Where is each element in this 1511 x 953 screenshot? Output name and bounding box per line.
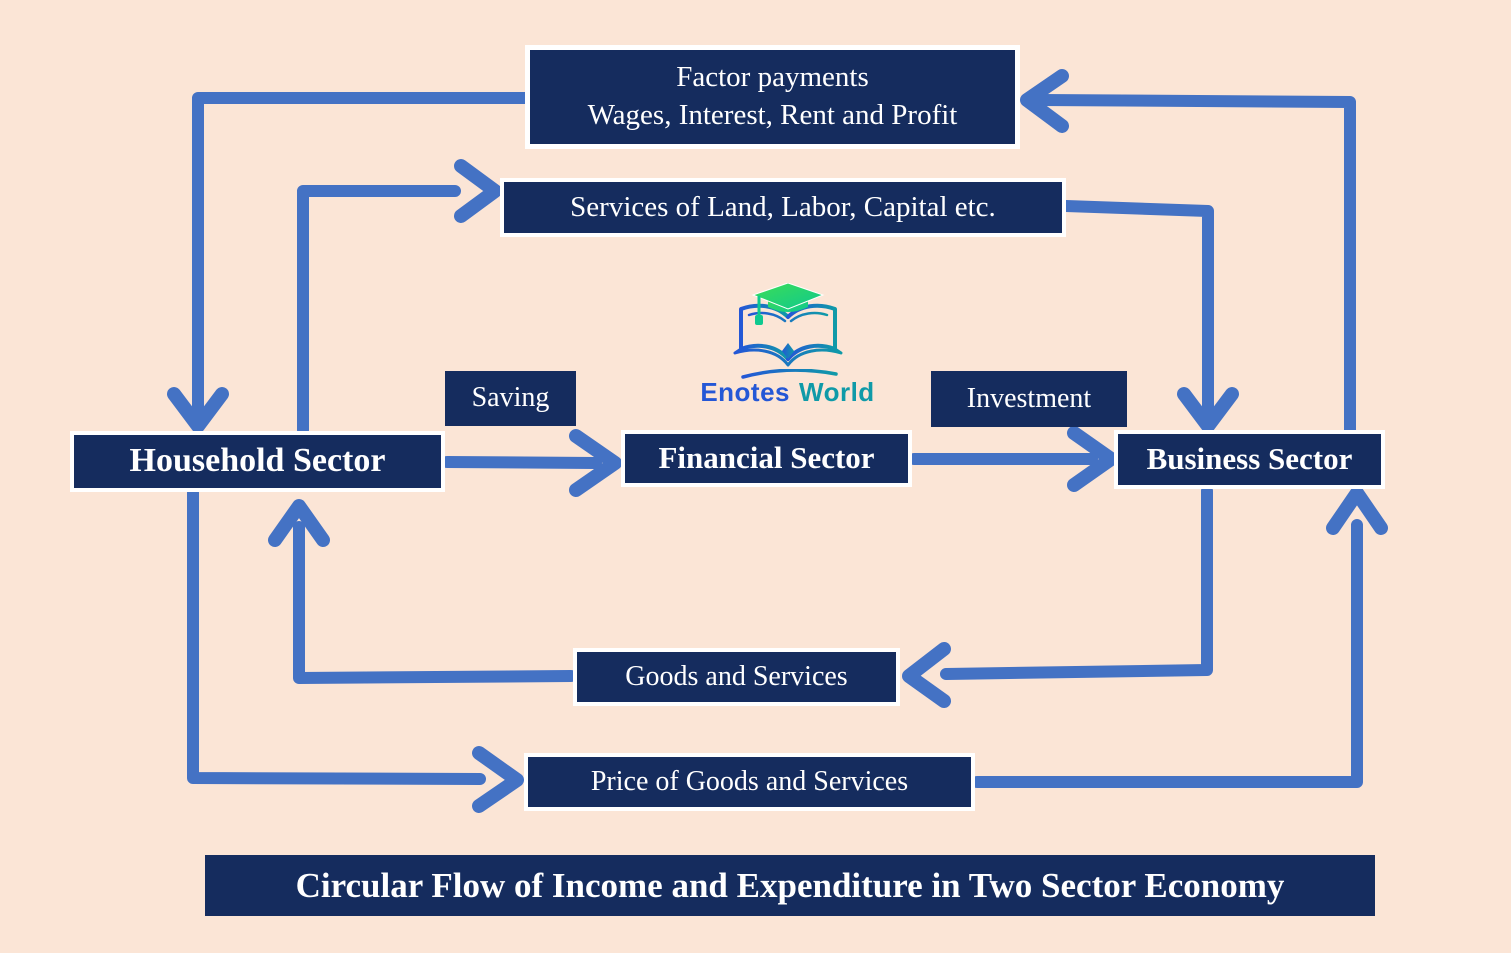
- factor-payments-line1: Factor payments: [676, 61, 869, 94]
- node-financial-sector: Financial Sector: [621, 430, 912, 487]
- goods-and-services-label: Goods and Services: [625, 660, 848, 692]
- enotes-world-logo: Enotes World: [700, 283, 874, 408]
- arrow-household-to-services: [297, 159, 502, 436]
- node-business-sector: Business Sector: [1114, 430, 1385, 489]
- arrow-factor-payments-to-household: [167, 92, 531, 433]
- logo-wordmark-world: World: [799, 377, 875, 407]
- node-goods-and-services: Goods and Services: [573, 648, 900, 706]
- arrow-services-to-business: [1060, 200, 1239, 433]
- business-sector-label: Business Sector: [1146, 441, 1353, 477]
- logo-wordmark-enotes: Enotes: [700, 377, 790, 407]
- investment-label: Investment: [966, 382, 1092, 414]
- node-investment: Investment: [931, 371, 1127, 427]
- arrow-business-to-factor-payments: [1020, 69, 1356, 436]
- node-factor-payments: Factor payments Wages, Interest, Rent an…: [525, 45, 1020, 149]
- node-services-of-land-labor-capital: Services of Land, Labor, Capital etc.: [500, 178, 1066, 237]
- node-saving: Saving: [445, 371, 576, 426]
- arrow-business-to-goods: [902, 485, 1213, 708]
- node-household-sector: Household Sector: [70, 431, 445, 492]
- node-price-of-goods-and-services: Price of Goods and Services: [524, 753, 975, 811]
- diagram-title: Circular Flow of Income and Expenditure …: [205, 855, 1375, 916]
- diagram-title-label: Circular Flow of Income and Expenditure …: [295, 865, 1285, 905]
- factor-payments-line2: Wages, Interest, Rent and Profit: [587, 99, 958, 131]
- book-and-cap-icon: [733, 283, 842, 367]
- financial-sector-label: Financial Sector: [658, 440, 875, 476]
- logo-wordmark: Enotes World: [700, 377, 874, 408]
- arrow-price-to-business: [971, 486, 1388, 788]
- arrow-household-to-price: [187, 487, 524, 813]
- household-sector-label: Household Sector: [129, 442, 386, 480]
- arrow-household-saving-financial: [441, 429, 622, 497]
- logo-swoosh-icon: [740, 369, 838, 379]
- saving-label: Saving: [471, 382, 550, 414]
- arrow-goods-to-household: [268, 499, 577, 684]
- services-label: Services of Land, Labor, Capital etc.: [570, 190, 996, 223]
- price-of-goods-label: Price of Goods and Services: [590, 765, 909, 797]
- graduation-cap-icon: [751, 283, 824, 325]
- arrow-financial-investment-business: [908, 426, 1118, 492]
